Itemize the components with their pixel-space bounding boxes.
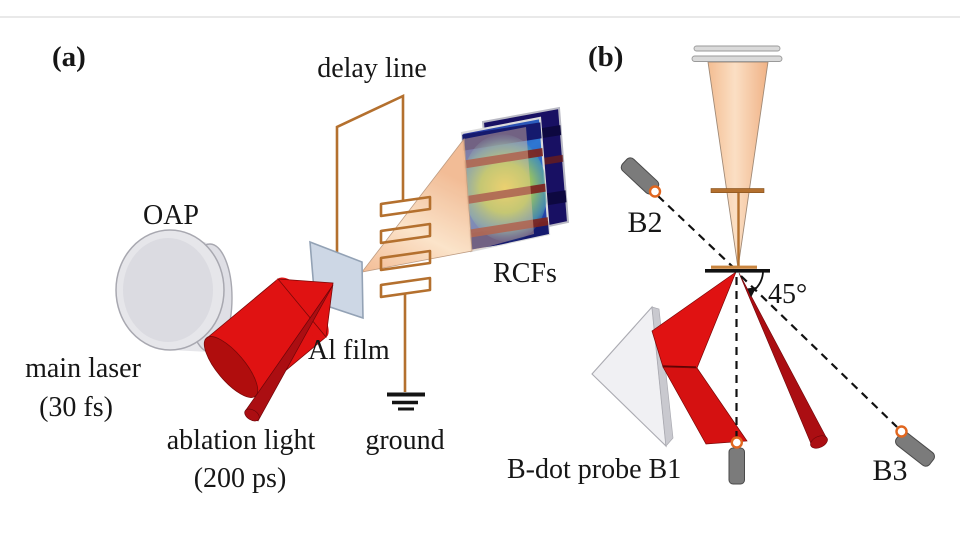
b1-loop-icon [730,436,743,449]
b2-sight-line [657,195,735,269]
b-dot-probe-b2 [620,157,662,198]
b1-label: B-dot probe B1 [507,454,681,485]
ground-symbol-icon [387,392,425,411]
angle-label: 45° [768,279,807,310]
ablation-light-beam [244,284,334,422]
target-bar [705,265,770,273]
panel-b-tag: (b) [588,41,623,73]
delay-line-label: delay line [317,53,427,84]
main-laser-beam-side [651,271,748,445]
b-dot-probe-b3 [895,425,935,467]
proton-beam-cone [361,127,534,273]
b2-label: B2 [627,206,662,239]
proton-cone-side [707,61,769,269]
main-laser-duration-label: (30 fs) [39,392,113,423]
panel-b: (b) B2 45° B-dot probe B1 B3 [507,41,935,487]
rcfs-label: RCFs [493,258,557,289]
main-laser-label: main laser [25,353,142,384]
b-dot-probe-b1 [728,436,745,485]
rcf-stack-edge [691,45,783,62]
ablation-duration-label: (200 ps) [194,463,287,494]
panel-a-tag: (a) [52,41,86,73]
angle-arc-icon [747,270,764,298]
ablation-light-label: ablation light [167,425,316,456]
probe-sight-lines [657,195,898,437]
oap-mirror [115,229,233,353]
delay-line-wire [335,93,405,252]
main-laser-beam [203,277,334,398]
al-film-label: Al film [308,335,390,366]
rcf-front-film [460,116,551,253]
coil [379,195,432,299]
ablation-beam-side [738,272,828,449]
b3-loop-icon [895,425,908,438]
oap-label: OAP [143,200,199,231]
coil-bar [710,188,765,193]
b2-loop-icon [648,185,662,198]
panel-a: (a) delay line OAP main laser (30 fs) Al… [25,41,570,494]
ground-label: ground [365,425,444,456]
b3-label: B3 [872,454,907,487]
